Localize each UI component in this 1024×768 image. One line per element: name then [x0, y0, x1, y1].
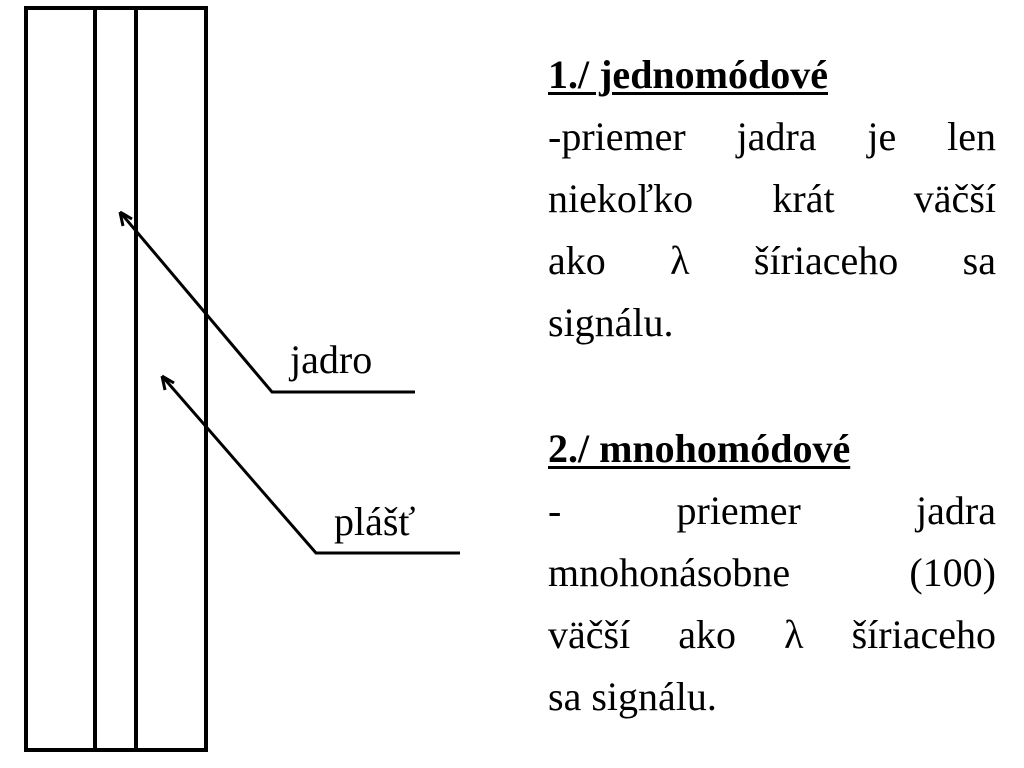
- core-arrowhead: [118, 210, 133, 227]
- single-mode-line: signálu.: [548, 300, 674, 345]
- single-mode-description: -priemer jadra je len niekoľko krát väčš…: [548, 106, 996, 354]
- cladding-label: plášť: [334, 499, 416, 544]
- multi-mode-description: - priemer jadra mnohonásobne (100) väčší…: [548, 480, 996, 728]
- single-mode-line: -priemer jadra je len: [548, 114, 996, 159]
- multi-mode-section: 2./ mnohomódové - priemer jadra mnohonás…: [548, 418, 996, 728]
- multi-mode-line: sa signálu.: [548, 674, 717, 719]
- cladding-outline: [24, 6, 208, 752]
- single-mode-line: niekoľko krát väčší: [548, 176, 996, 221]
- multi-mode-line: väčší ako λ šíriaceho: [548, 612, 996, 657]
- multi-mode-heading: 2./ mnohomódové: [548, 426, 851, 471]
- multi-mode-line: mnohonásobne (100): [548, 550, 996, 595]
- core-pointer-line: [118, 211, 415, 394]
- multi-mode-line: - priemer jadra: [548, 488, 996, 533]
- single-mode-heading: 1./ jednomódové: [548, 52, 828, 97]
- cladding-arrowhead: [160, 374, 175, 391]
- cladding-pointer-line: [160, 375, 460, 555]
- core-label: jadro: [290, 337, 373, 382]
- single-mode-line: ako λ šíriaceho sa: [548, 238, 996, 283]
- single-mode-section: 1./ jednomódové -priemer jadra je len ni…: [548, 44, 996, 354]
